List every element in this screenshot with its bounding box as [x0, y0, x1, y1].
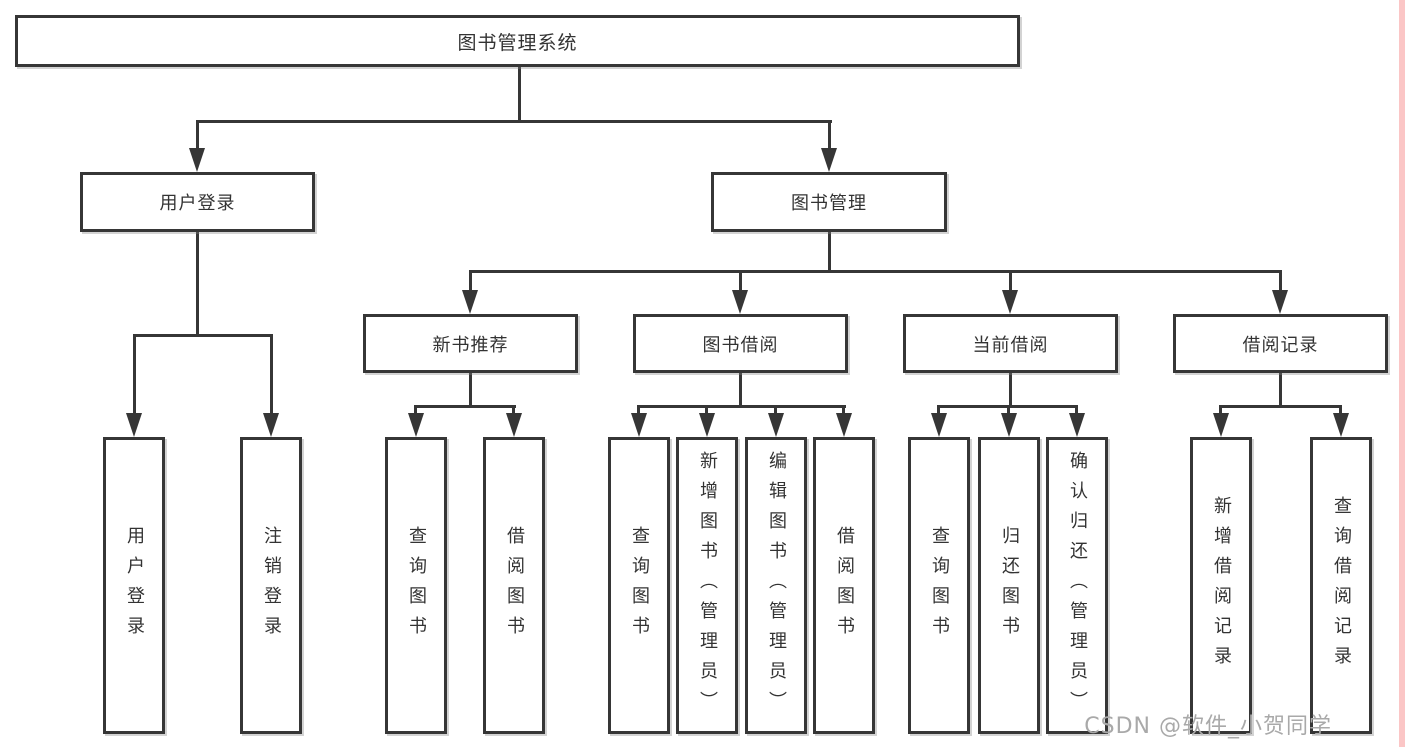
node-label: 当前借阅 — [972, 334, 1049, 356]
node-label: 图书借阅 — [702, 334, 779, 356]
arrow-down-icon — [506, 413, 522, 437]
arrow-down-icon — [1272, 290, 1288, 314]
connector-line — [512, 405, 515, 415]
node-leaf-logout: 注销登录 — [240, 437, 302, 734]
connector-line — [638, 405, 846, 408]
node-book-borrowing: 图书借阅 — [633, 314, 848, 373]
connector-line — [828, 120, 831, 150]
node-new-book-recommend: 新书推荐 — [363, 314, 578, 373]
connector-line — [518, 67, 521, 122]
node-label: 确认归还（管理员） — [1067, 450, 1088, 721]
arrow-down-icon — [768, 413, 784, 437]
arrow-down-icon — [1001, 413, 1017, 437]
connector-line — [828, 232, 831, 272]
connector-line — [774, 405, 777, 415]
node-label: 新书推荐 — [432, 334, 509, 356]
node-current-borrowing: 当前借阅 — [903, 314, 1118, 373]
node-root-label: 图书管理系统 — [457, 31, 578, 54]
node-leaf-user-login: 用户登录 — [103, 437, 165, 734]
connector-line — [1219, 405, 1222, 415]
node-leaf-query-borrow-record: 查询借阅记录 — [1310, 437, 1372, 734]
right-edge-strip — [1399, 0, 1405, 747]
connector-line — [1007, 405, 1010, 415]
node-label: 归还图书 — [999, 525, 1020, 646]
node-leaf-edit-book-admin: 编辑图书（管理员） — [745, 437, 807, 734]
connector-line — [1279, 373, 1282, 407]
node-label: 注销登录 — [261, 525, 282, 646]
node-label: 用户登录 — [124, 525, 145, 646]
connector-line — [1339, 405, 1342, 415]
connector-line — [739, 270, 742, 292]
node-leaf-return-books: 归还图书 — [978, 437, 1040, 734]
connector-line — [637, 405, 640, 415]
node-root-library-system: 图书管理系统 — [15, 15, 1020, 67]
arrow-down-icon — [836, 413, 852, 437]
arrow-down-icon — [189, 148, 205, 172]
connector-line — [705, 405, 708, 415]
connector-line — [415, 405, 516, 408]
arrow-down-icon — [732, 290, 748, 314]
node-label: 查询图书 — [929, 525, 950, 646]
arrow-down-icon — [408, 413, 424, 437]
node-label: 编辑图书（管理员） — [766, 450, 787, 721]
node-book-management-branch: 图书管理 — [711, 172, 947, 232]
csdn-watermark: CSDN @软件_小贺同学 — [1084, 714, 1332, 739]
connector-line — [270, 334, 273, 414]
arrow-down-icon — [631, 413, 647, 437]
node-leaf-query-books-current: 查询图书 — [908, 437, 970, 734]
node-label: 新增图书（管理员） — [697, 450, 718, 721]
connector-line — [133, 334, 136, 414]
arrow-down-icon — [1069, 413, 1085, 437]
arrow-down-icon — [821, 148, 837, 172]
connector-line — [469, 373, 472, 407]
node-label: 新增借阅记录 — [1211, 495, 1232, 676]
node-leaf-query-books-borrow: 查询图书 — [608, 437, 670, 734]
connector-line — [1075, 405, 1078, 415]
node-leaf-borrow-books-recommend: 借阅图书 — [483, 437, 545, 734]
connector-line — [196, 232, 199, 336]
node-label: 查询图书 — [406, 525, 427, 646]
connector-line — [469, 270, 1282, 273]
arrow-down-icon — [126, 413, 142, 437]
connector-line — [1279, 270, 1282, 292]
connector-line — [196, 120, 832, 123]
node-label: 图书管理 — [791, 193, 867, 214]
node-leaf-add-borrow-record: 新增借阅记录 — [1190, 437, 1252, 734]
arrow-down-icon — [1213, 413, 1229, 437]
node-label: 查询图书 — [629, 525, 650, 646]
arrow-down-icon — [1333, 413, 1349, 437]
connector-line — [739, 373, 742, 407]
connector-line — [937, 405, 940, 415]
connector-line — [1009, 373, 1012, 407]
node-label: 用户登录 — [159, 193, 236, 214]
arrow-down-icon — [1002, 290, 1018, 314]
connector-line — [196, 120, 199, 150]
connector-line — [469, 270, 472, 292]
node-label: 查询借阅记录 — [1331, 495, 1352, 676]
node-label: 借阅记录 — [1242, 334, 1319, 356]
connector-line — [414, 405, 417, 415]
connector-line — [1220, 405, 1342, 408]
arrow-down-icon — [931, 413, 947, 437]
arrow-down-icon — [263, 413, 279, 437]
node-leaf-add-book-admin: 新增图书（管理员） — [676, 437, 738, 734]
node-user-login-branch: 用户登录 — [80, 172, 315, 232]
node-leaf-query-books-recommend: 查询图书 — [385, 437, 447, 734]
connector-line — [133, 334, 273, 337]
connector-line — [842, 405, 845, 415]
node-leaf-confirm-return-admin: 确认归还（管理员） — [1046, 437, 1108, 734]
node-label: 借阅图书 — [504, 525, 525, 646]
arrow-down-icon — [462, 290, 478, 314]
arrow-down-icon — [699, 413, 715, 437]
connector-line — [1009, 270, 1012, 292]
node-borrowing-records: 借阅记录 — [1173, 314, 1388, 373]
node-leaf-borrow-books: 借阅图书 — [813, 437, 875, 734]
node-label: 借阅图书 — [834, 525, 855, 646]
